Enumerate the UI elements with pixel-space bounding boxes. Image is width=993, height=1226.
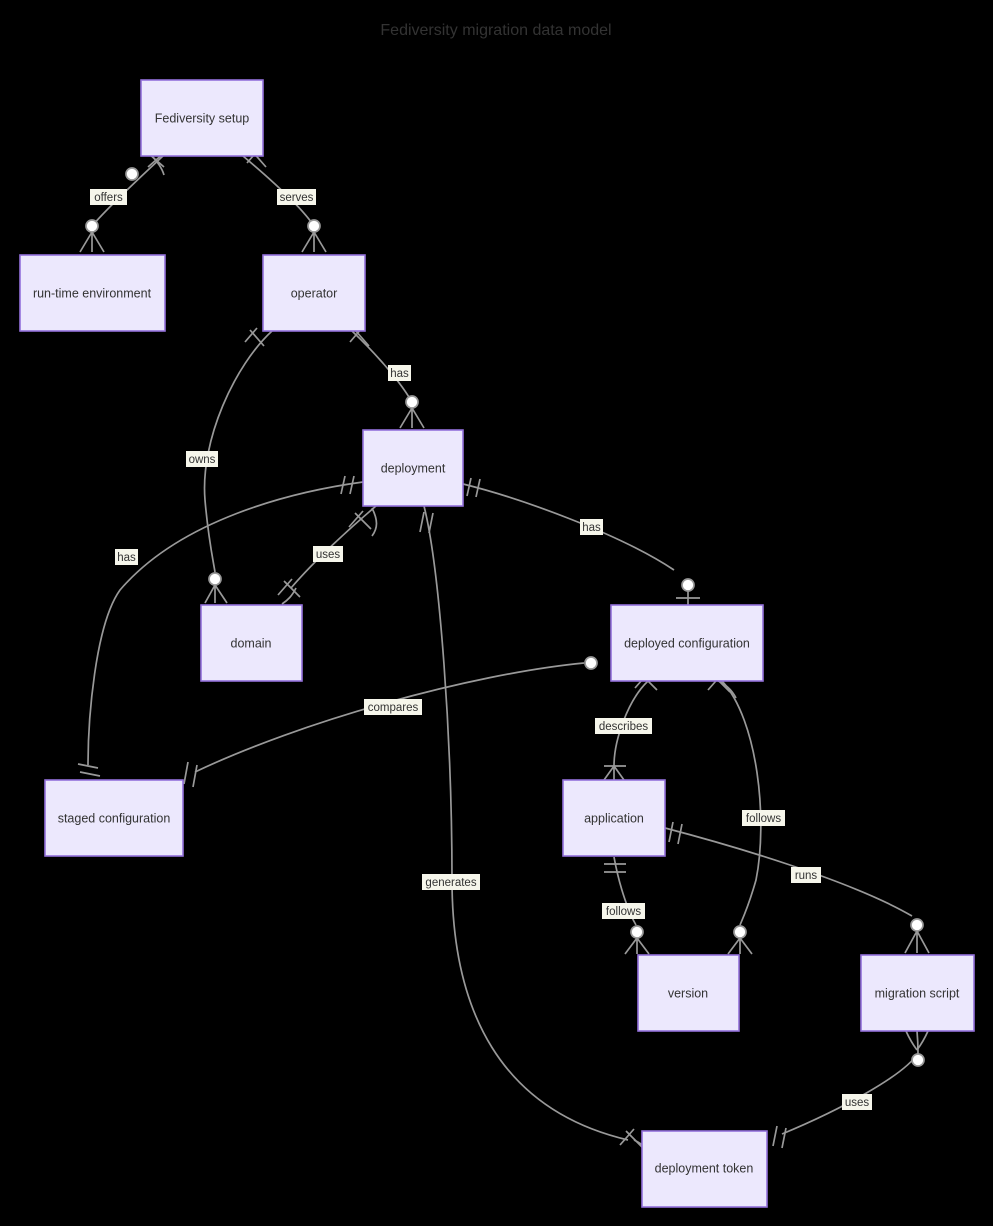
- relationship-label-has-deployment-staged: has: [115, 549, 138, 565]
- relationship-labels-layer: offers serves has owns uses has: [90, 189, 872, 1110]
- entity-migration-script[interactable]: migration script: [860, 954, 975, 1032]
- relationship-offers[interactable]: [79, 152, 165, 253]
- relationship-follows-deployedconfig-version[interactable]: [707, 673, 762, 955]
- entity-deployment-token[interactable]: deployment token: [641, 1130, 768, 1208]
- svg-text:follows: follows: [746, 813, 781, 825]
- svg-text:uses: uses: [316, 549, 341, 561]
- svg-text:owns: owns: [189, 454, 216, 466]
- svg-text:has: has: [117, 552, 136, 564]
- svg-text:has: has: [390, 368, 409, 380]
- entity-label-staged-configuration: staged configuration: [58, 811, 171, 825]
- relationship-has-operator-deployment[interactable]: [349, 327, 425, 429]
- relationship-owns[interactable]: [203, 327, 273, 604]
- relationship-label-runs: runs: [791, 867, 821, 883]
- entity-label-migration-script: migration script: [875, 986, 960, 1000]
- entity-staged-configuration[interactable]: staged configuration: [44, 779, 184, 857]
- entity-run-time-environment[interactable]: run-time environment: [19, 254, 166, 332]
- relationship-label-describes: describes: [595, 718, 652, 734]
- entity-label-domain: domain: [231, 636, 272, 650]
- entity-version[interactable]: version: [637, 954, 740, 1032]
- relationship-runs[interactable]: [664, 821, 930, 954]
- entity-fediversity-setup[interactable]: Fediversity setup: [140, 79, 264, 157]
- svg-text:has: has: [582, 522, 601, 534]
- svg-text:compares: compares: [368, 702, 419, 714]
- relationship-label-generates: generates: [422, 874, 480, 890]
- relationship-uses-deployment-domain[interactable]: [277, 505, 378, 605]
- entity-label-deployed-configuration: deployed configuration: [624, 636, 750, 650]
- relationship-label-uses-migrationscript-token: uses: [842, 1094, 872, 1110]
- entity-label-application: application: [584, 811, 644, 825]
- relationship-label-follows-application-version: follows: [602, 903, 645, 919]
- entity-operator[interactable]: operator: [262, 254, 366, 332]
- svg-text:uses: uses: [845, 1097, 870, 1109]
- svg-text:describes: describes: [599, 721, 648, 733]
- relationship-label-offers: offers: [90, 189, 127, 205]
- entity-label-deployment-token: deployment token: [655, 1161, 754, 1175]
- relationship-label-has-operator-deployment: has: [388, 365, 411, 381]
- entity-label-version: version: [668, 986, 708, 1000]
- relationship-label-uses-deployment-domain: uses: [313, 546, 343, 562]
- relationship-label-compares: compares: [364, 699, 422, 715]
- entities-layer: Fediversity setup run-time environment o…: [19, 79, 975, 1208]
- entity-deployed-configuration[interactable]: deployed configuration: [610, 604, 764, 682]
- svg-text:generates: generates: [425, 877, 476, 889]
- entity-label-run-time-environment: run-time environment: [33, 286, 152, 300]
- entity-label-deployment: deployment: [381, 461, 446, 475]
- relationship-has-deployment-staged[interactable]: [77, 475, 364, 777]
- relationship-label-owns: owns: [186, 451, 218, 467]
- relationship-uses-migrationscript-token[interactable]: [772, 1030, 929, 1149]
- relationship-label-follows-deployedconfig-version: follows: [742, 810, 785, 826]
- relationship-follows-application-version[interactable]: [604, 856, 650, 955]
- entity-label-operator: operator: [291, 286, 338, 300]
- page-title: Fediversity migration data model: [380, 22, 611, 39]
- relationship-has-deployment-deployedconfig[interactable]: [462, 477, 700, 606]
- svg-text:runs: runs: [795, 870, 818, 882]
- entity-deployment[interactable]: deployment: [362, 429, 464, 507]
- svg-text:serves: serves: [280, 192, 314, 204]
- svg-text:offers: offers: [94, 192, 123, 204]
- entity-label-fediversity-setup: Fediversity setup: [155, 111, 250, 125]
- relationship-label-has-deployment-deployedconfig: has: [580, 519, 603, 535]
- svg-text:follows: follows: [606, 906, 641, 918]
- relationship-label-serves: serves: [277, 189, 316, 205]
- entity-application[interactable]: application: [562, 779, 666, 857]
- entity-domain[interactable]: domain: [200, 604, 303, 682]
